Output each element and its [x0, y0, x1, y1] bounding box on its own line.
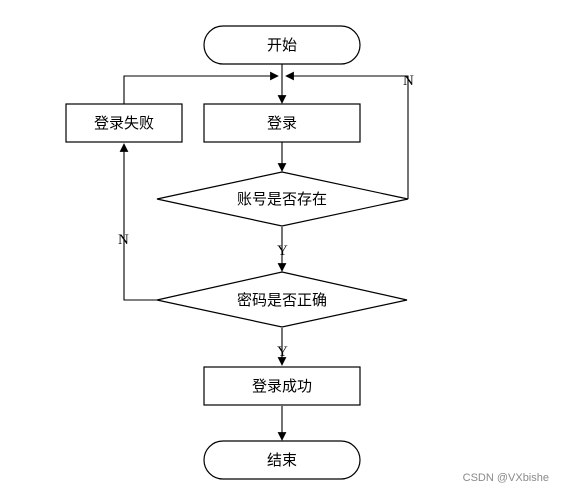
- login-node: 登录: [203, 103, 361, 143]
- end-terminal-shape: [203, 440, 361, 480]
- login-failed-node: 登录失败: [65, 103, 183, 143]
- account-exists-decision-shape: [156, 171, 409, 227]
- login-success-node: 登录成功: [203, 366, 361, 406]
- start-node: 开始: [203, 25, 361, 65]
- password-correct-label: 密码是否正确: [237, 291, 327, 309]
- start-label: 开始: [267, 36, 297, 54]
- password-correct-node: 密码是否正确: [156, 271, 408, 328]
- login-success-label: 登录成功: [252, 377, 312, 395]
- login-label: 登录: [267, 114, 297, 132]
- edge-password-correct-no: [119, 143, 157, 301]
- account-exists-node: 账号是否存在: [156, 171, 409, 227]
- edge-label-password-correct-no: N: [118, 232, 129, 248]
- end-label: 结束: [267, 451, 297, 469]
- login-failed-label: 登录失败: [94, 114, 154, 132]
- watermark-text: CSDN @VXbishe: [462, 472, 549, 484]
- edge-label-account-exists-no: N: [403, 73, 414, 89]
- end-node: 结束: [203, 440, 361, 480]
- edge-label-account-exists-yes: Y: [277, 243, 288, 259]
- login-process-shape: [203, 103, 361, 143]
- edges: [119, 64, 409, 441]
- edge-account-exists-no: [285, 71, 409, 199]
- login-success-process-shape: [203, 366, 361, 406]
- account-exists-label: 账号是否存在: [237, 190, 327, 208]
- login-failed-process-shape: [65, 103, 183, 143]
- password-correct-decision-shape: [156, 271, 408, 328]
- start-terminal-shape: [203, 25, 361, 65]
- edge-login-failed-to-login: [123, 71, 279, 106]
- edge-label-password-correct-yes: Y: [277, 344, 288, 360]
